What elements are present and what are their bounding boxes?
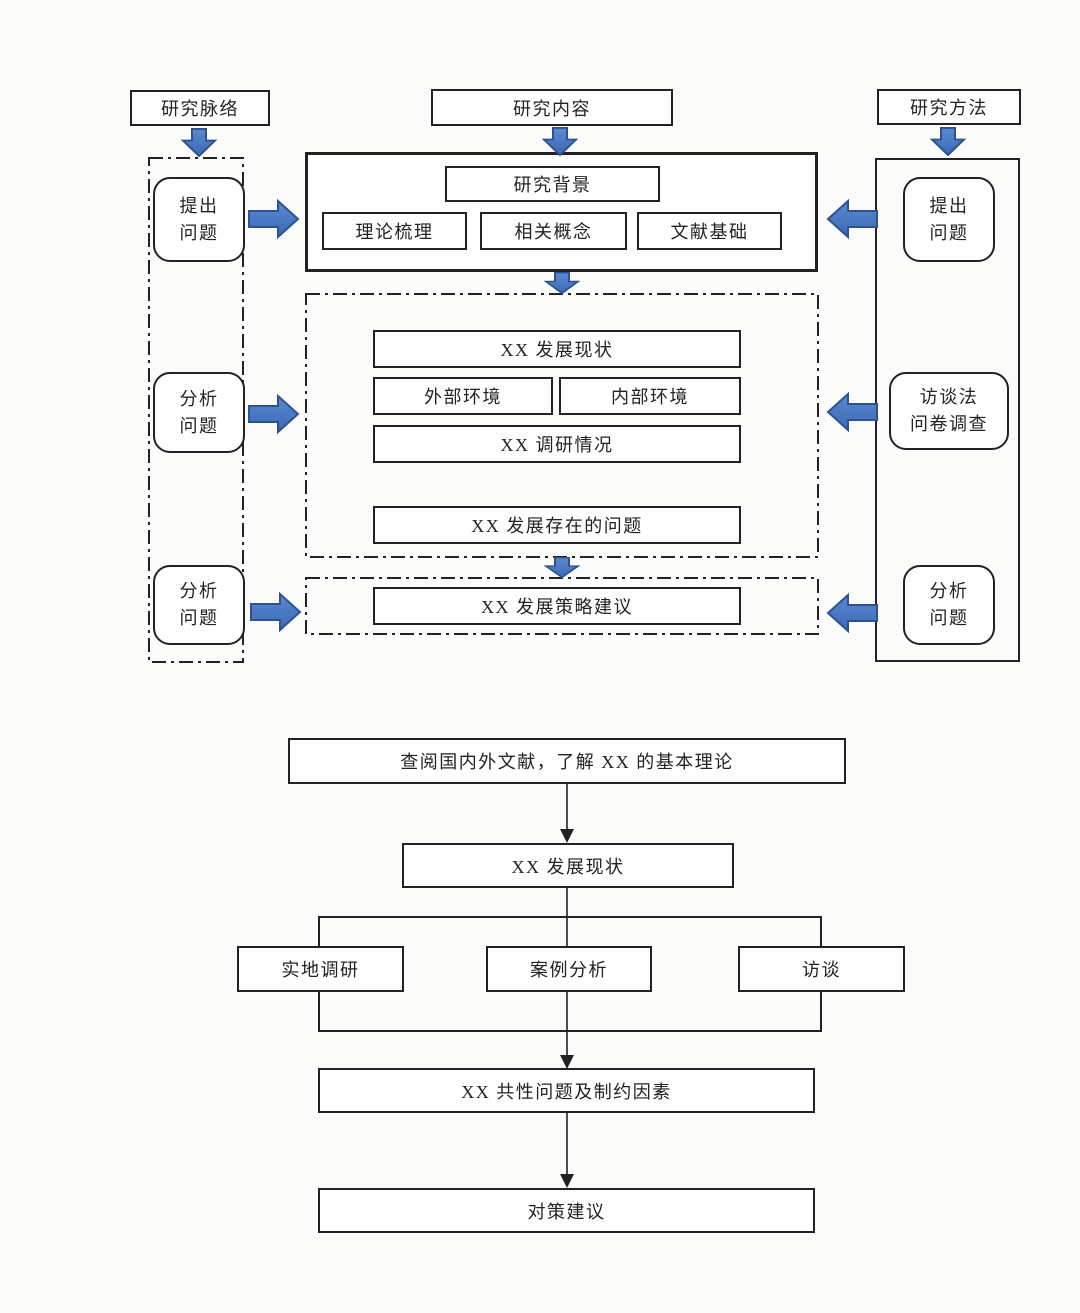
node-interview: 访谈 (738, 946, 905, 992)
node-analyze-problem-left-1: 分析 问题 (153, 372, 245, 453)
node-common-problems: XX 共性问题及制约因素 (318, 1068, 815, 1113)
flow-arrowheads (560, 829, 574, 1188)
node-development-status: XX 发展现状 (373, 330, 741, 368)
down-arrow-icon (544, 557, 580, 578)
header-research-content: 研究内容 (431, 89, 673, 126)
node-research-background: 研究背景 (445, 166, 660, 202)
node-analyze-problem-left-2: 分析 问题 (153, 565, 245, 645)
node-countermeasures: 对策建议 (318, 1188, 815, 1233)
down-arrow-icon (181, 128, 217, 157)
down-arrow-icon (542, 127, 578, 156)
node-external-environment: 外部环境 (373, 377, 553, 415)
node-analyze-problem-right: 分析 问题 (903, 565, 995, 645)
node-existing-problems: XX 发展存在的问题 (373, 506, 741, 544)
node-literature-review: 查阅国内外文献，了解 XX 的基本理论 (288, 738, 846, 784)
node-propose-problem-left: 提出 问题 (153, 177, 245, 262)
left-arrow-icon (826, 592, 878, 634)
node-propose-problem-right: 提出 问题 (903, 177, 995, 262)
node-survey-situation: XX 调研情况 (373, 425, 741, 463)
node-field-research: 实地调研 (237, 946, 404, 992)
node-literature-basis: 文献基础 (637, 212, 782, 250)
header-research-context: 研究脉络 (130, 90, 270, 126)
header-research-method: 研究方法 (877, 89, 1021, 125)
right-arrow-icon (250, 591, 302, 633)
right-arrow-icon (248, 198, 300, 240)
node-case-analysis: 案例分析 (486, 946, 652, 992)
left-arrow-icon (826, 391, 878, 433)
node-strategy-suggestions: XX 发展策略建议 (373, 587, 741, 625)
strategy-frame (305, 577, 819, 635)
down-arrow-icon (544, 272, 580, 294)
node-interview-survey: 访谈法 问卷调查 (889, 372, 1009, 450)
down-arrow-icon (930, 127, 966, 156)
node-development-status-bottom: XX 发展现状 (402, 843, 734, 888)
node-internal-environment: 内部环境 (559, 377, 741, 415)
left-arrow-icon (826, 198, 878, 240)
node-theory-review: 理论梳理 (322, 212, 467, 250)
right-arrow-icon (248, 393, 300, 435)
node-related-concepts: 相关概念 (480, 212, 627, 250)
